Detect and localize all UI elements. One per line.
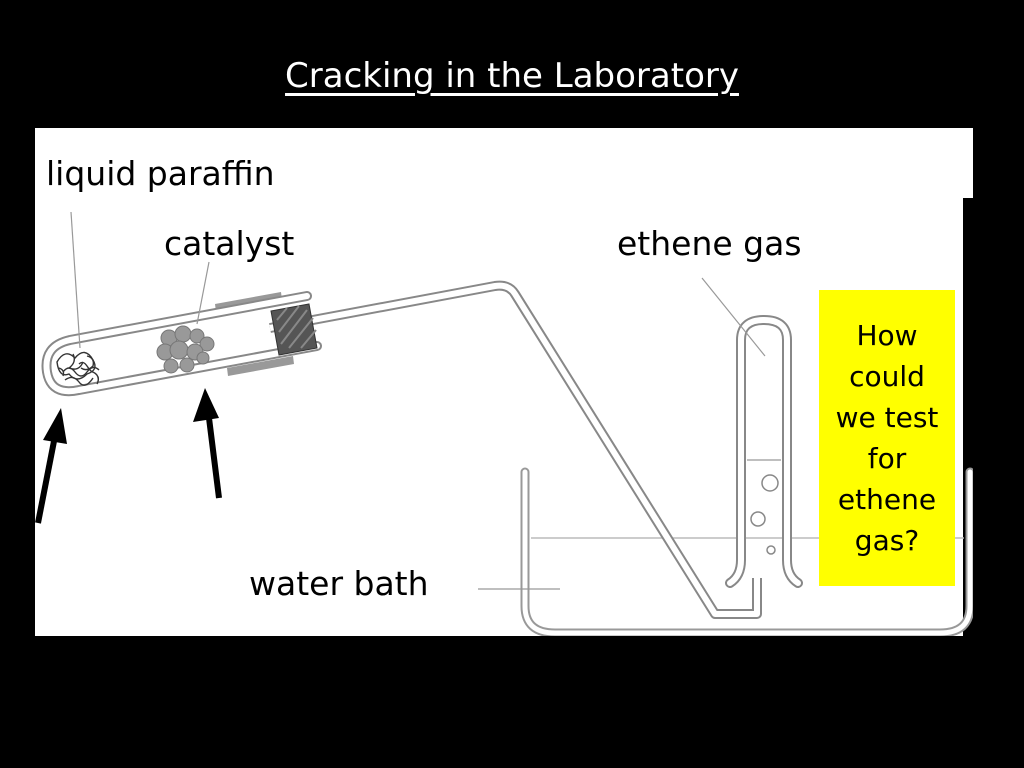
ethene-gas-label: ethene gas	[617, 224, 802, 263]
gas-bubble	[761, 474, 779, 492]
catalyst-lumps	[156, 325, 215, 374]
ethene-pointer	[701, 277, 766, 357]
clamp-bar	[227, 356, 294, 376]
gas-bubble	[750, 511, 766, 527]
question-text: How could we test for ethene gas?	[835, 319, 939, 557]
heat-arrow	[193, 388, 222, 499]
gas-bubble	[766, 545, 776, 555]
catalyst-pointer	[196, 261, 210, 325]
water-bath-label: water bath	[249, 564, 429, 603]
heat-arrow	[35, 408, 67, 524]
question-box: How could we test for ethene gas?	[819, 290, 955, 586]
panel-notch	[963, 198, 973, 636]
diagram-panel: liquid paraffin catalyst ethene gas wate…	[35, 128, 973, 636]
slide-title: Cracking in the Laboratory	[285, 56, 739, 96]
liquid-paraffin-label: liquid paraffin	[46, 154, 275, 193]
paraffin-pointer	[70, 211, 81, 349]
catalyst-label: catalyst	[164, 224, 295, 263]
mineral-wool	[56, 351, 100, 386]
apparatus-diagram	[35, 198, 973, 636]
